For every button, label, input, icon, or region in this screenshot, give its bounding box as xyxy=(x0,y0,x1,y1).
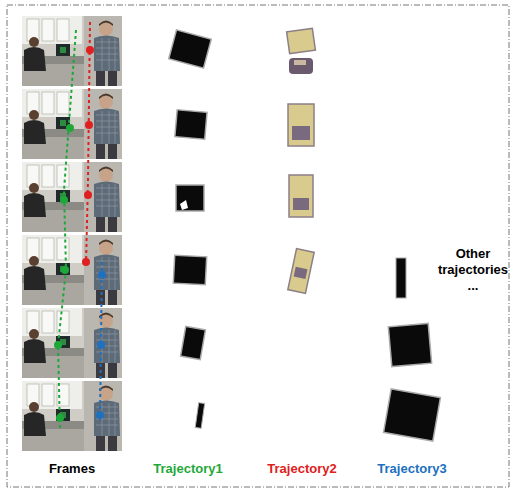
trajectory1-masks xyxy=(173,255,206,285)
trajectory2-masks xyxy=(288,104,314,146)
trajectory2-masks xyxy=(287,28,316,293)
video-frames xyxy=(22,235,122,305)
trajectory3-masks xyxy=(388,323,431,366)
video-frames xyxy=(22,16,122,451)
trajectory-dots xyxy=(61,266,69,274)
trajectory-dots xyxy=(85,121,93,129)
trajectory3-masks xyxy=(384,389,441,441)
trajectory2-masks xyxy=(289,58,313,74)
trajectory-lines xyxy=(58,22,102,430)
trajectory3-masks xyxy=(396,258,406,298)
dashed-border xyxy=(7,5,509,487)
trajectory1-masks xyxy=(181,326,206,359)
trajectory-dots xyxy=(56,414,64,422)
trajectory-dots xyxy=(98,271,106,279)
video-frames xyxy=(22,16,122,86)
trajectory-dots xyxy=(86,46,94,54)
column-label: Trajectory3 xyxy=(377,461,446,477)
trajectory1-masks xyxy=(195,403,204,429)
trajectory-dots xyxy=(66,124,74,132)
column-label: Trajectory1 xyxy=(153,461,222,477)
note-label: Other trajectories ... xyxy=(436,246,510,294)
trajectory-dots xyxy=(84,191,92,199)
trajectory2-masks xyxy=(293,198,309,210)
trajectory-dots xyxy=(60,196,68,204)
trajectory3-masks xyxy=(384,258,441,441)
trajectory-dots xyxy=(54,341,62,349)
trajectory1-masks xyxy=(169,30,212,428)
trajectory2-masks xyxy=(294,267,308,279)
trajectory2-masks xyxy=(292,126,310,140)
trajectory2-masks xyxy=(287,28,316,53)
trajectory1-masks xyxy=(176,185,204,211)
trajectory2-masks xyxy=(294,60,306,65)
trajectory2-masks xyxy=(289,175,313,217)
trajectory1-masks xyxy=(175,110,207,140)
video-frames xyxy=(22,162,122,232)
video-frames xyxy=(22,308,122,378)
trajectory-dots xyxy=(82,258,90,266)
trajectory-lines xyxy=(86,22,90,265)
trajectory-dots xyxy=(97,341,105,349)
column-label: Frames xyxy=(49,461,95,477)
trajectory-lines xyxy=(58,30,76,430)
column-label: Trajectory2 xyxy=(267,461,336,477)
trajectory2-masks xyxy=(288,249,314,294)
trajectory-dots xyxy=(96,411,104,419)
video-frames xyxy=(22,381,122,451)
trajectory1-masks xyxy=(180,200,188,210)
trajectory1-masks xyxy=(169,30,212,68)
trajectory-dots xyxy=(54,46,106,422)
video-frames xyxy=(22,89,122,159)
